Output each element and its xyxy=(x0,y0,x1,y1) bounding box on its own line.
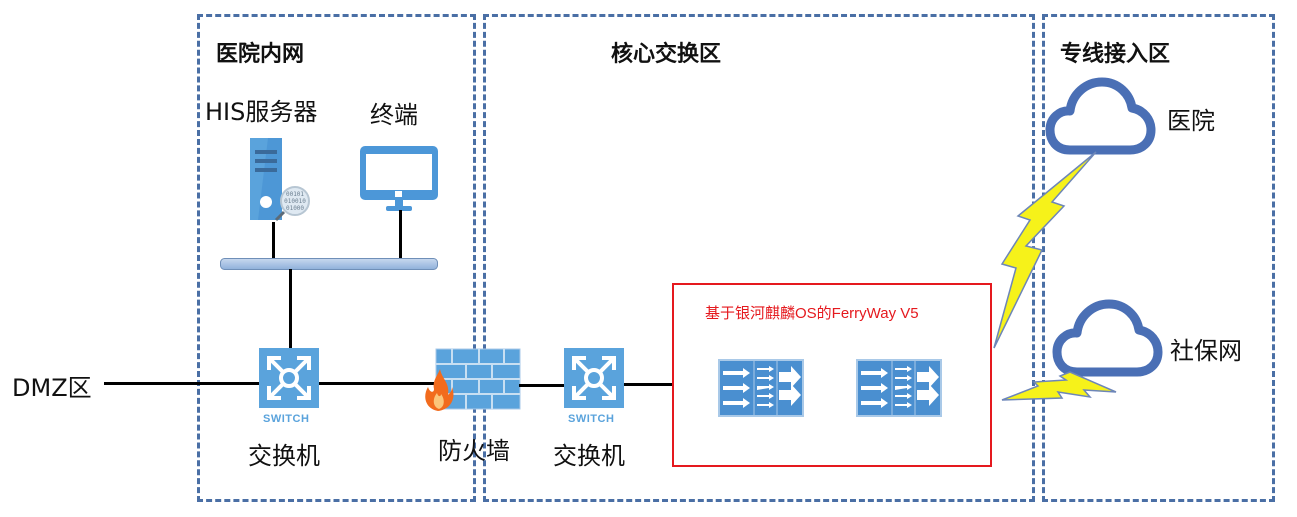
terminal-label: 终端 xyxy=(370,101,418,129)
terminal-link xyxy=(399,210,402,260)
firewall-label: 防火墙 xyxy=(438,437,510,465)
dmz-label: DMZ区 xyxy=(12,374,92,402)
svg-text:00101: 00101 xyxy=(286,191,304,198)
zone-title-dedicated-line: 专线接入区 xyxy=(1060,42,1171,67)
svg-text:01000: 01000 xyxy=(286,205,304,212)
switch-core-label: 交换机 xyxy=(553,442,625,470)
switch-icon[interactable] xyxy=(259,348,319,408)
monitor-icon[interactable] xyxy=(360,146,438,212)
ferryway-box[interactable] xyxy=(672,283,992,467)
gateway-device-icon[interactable] xyxy=(718,359,804,417)
zone-hospital-intranet xyxy=(197,14,476,502)
cloud-icon[interactable] xyxy=(1045,77,1156,156)
svg-text:010010: 010010 xyxy=(284,198,306,205)
zone-dedicated-line xyxy=(1042,14,1275,502)
switch-left-label: 交换机 xyxy=(248,442,320,470)
lightning-link-social xyxy=(1001,371,1117,401)
gateway-device-icon[interactable] xyxy=(856,359,942,417)
network-bus xyxy=(220,258,438,270)
dmz-link xyxy=(104,382,260,385)
bus-to-switch-link xyxy=(289,269,292,349)
server-link xyxy=(272,222,275,260)
firewall-to-switch-link xyxy=(519,384,565,387)
switch-to-firewall-link xyxy=(319,382,439,385)
cloud-icon[interactable] xyxy=(1052,299,1163,378)
his-server-label: HIS服务器 xyxy=(205,98,318,126)
switch-left-badge: SWITCH xyxy=(263,413,310,425)
switch-to-ferryway-link xyxy=(624,383,674,386)
switch-core-badge: SWITCH xyxy=(568,413,615,425)
lightning-link-hospital xyxy=(993,151,1097,349)
zone-title-core-switching: 核心交换区 xyxy=(611,42,722,67)
switch-icon[interactable] xyxy=(564,348,624,408)
server-icon[interactable]: 00101 010010 01000 xyxy=(250,138,312,224)
ferryway-title: 基于银河麒麟OS的FerryWay V5 xyxy=(705,305,919,322)
zone-title-hospital-intranet: 医院内网 xyxy=(216,42,305,67)
cloud-hospital-label: 医院 xyxy=(1167,107,1215,135)
firewall-icon[interactable] xyxy=(424,348,521,411)
cloud-social-label: 社保网 xyxy=(1170,337,1242,365)
